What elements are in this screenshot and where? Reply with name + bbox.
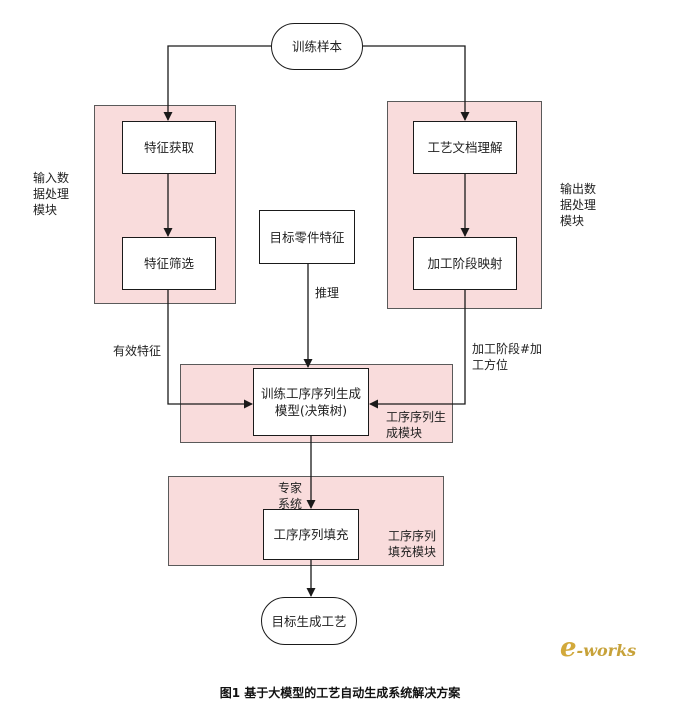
edge-mapping-to-model: [369, 290, 466, 409]
edge-samples-to-feature-acquire: [163, 45, 271, 121]
target-part-features-node: 目标零件特征: [259, 210, 355, 264]
stage-method-label: 加工阶段#加工方位: [472, 342, 543, 372]
fill-module-label: 工序序列填充模块: [388, 529, 437, 559]
feature-filter-node: 特征筛选: [122, 237, 216, 290]
train-sequence-model-node: 训练工序序列生成模型(决策树): [253, 368, 369, 436]
sequence-fill-node: 工序序列填充: [263, 509, 359, 560]
output-module-label: 输出数据处理模块: [560, 182, 597, 228]
input-module-label: 输入数据处理模块: [33, 171, 70, 217]
figure-caption: 图1 基于大模型的工艺自动生成系统解决方案: [219, 686, 461, 700]
target-generated-process-node: 目标生成工艺: [261, 597, 357, 645]
process-doc-understanding-node: 工艺文档理解: [413, 121, 517, 174]
expert-system-label: 专家系统: [278, 481, 303, 511]
inference-label: 推理: [315, 286, 340, 300]
machining-stage-mapping-node: 加工阶段映射: [413, 237, 517, 290]
training-samples-node: 训练样本: [271, 23, 363, 70]
edge-filter-to-model: [167, 290, 253, 409]
e-works-logo: e-works: [560, 633, 637, 663]
feature-acquire-node: 特征获取: [122, 121, 216, 174]
edge-samples-to-doc-understanding: [363, 45, 470, 121]
effective-features-label: 有效特征: [113, 344, 162, 358]
generation-module-label: 工序序列生成模块: [386, 410, 447, 440]
